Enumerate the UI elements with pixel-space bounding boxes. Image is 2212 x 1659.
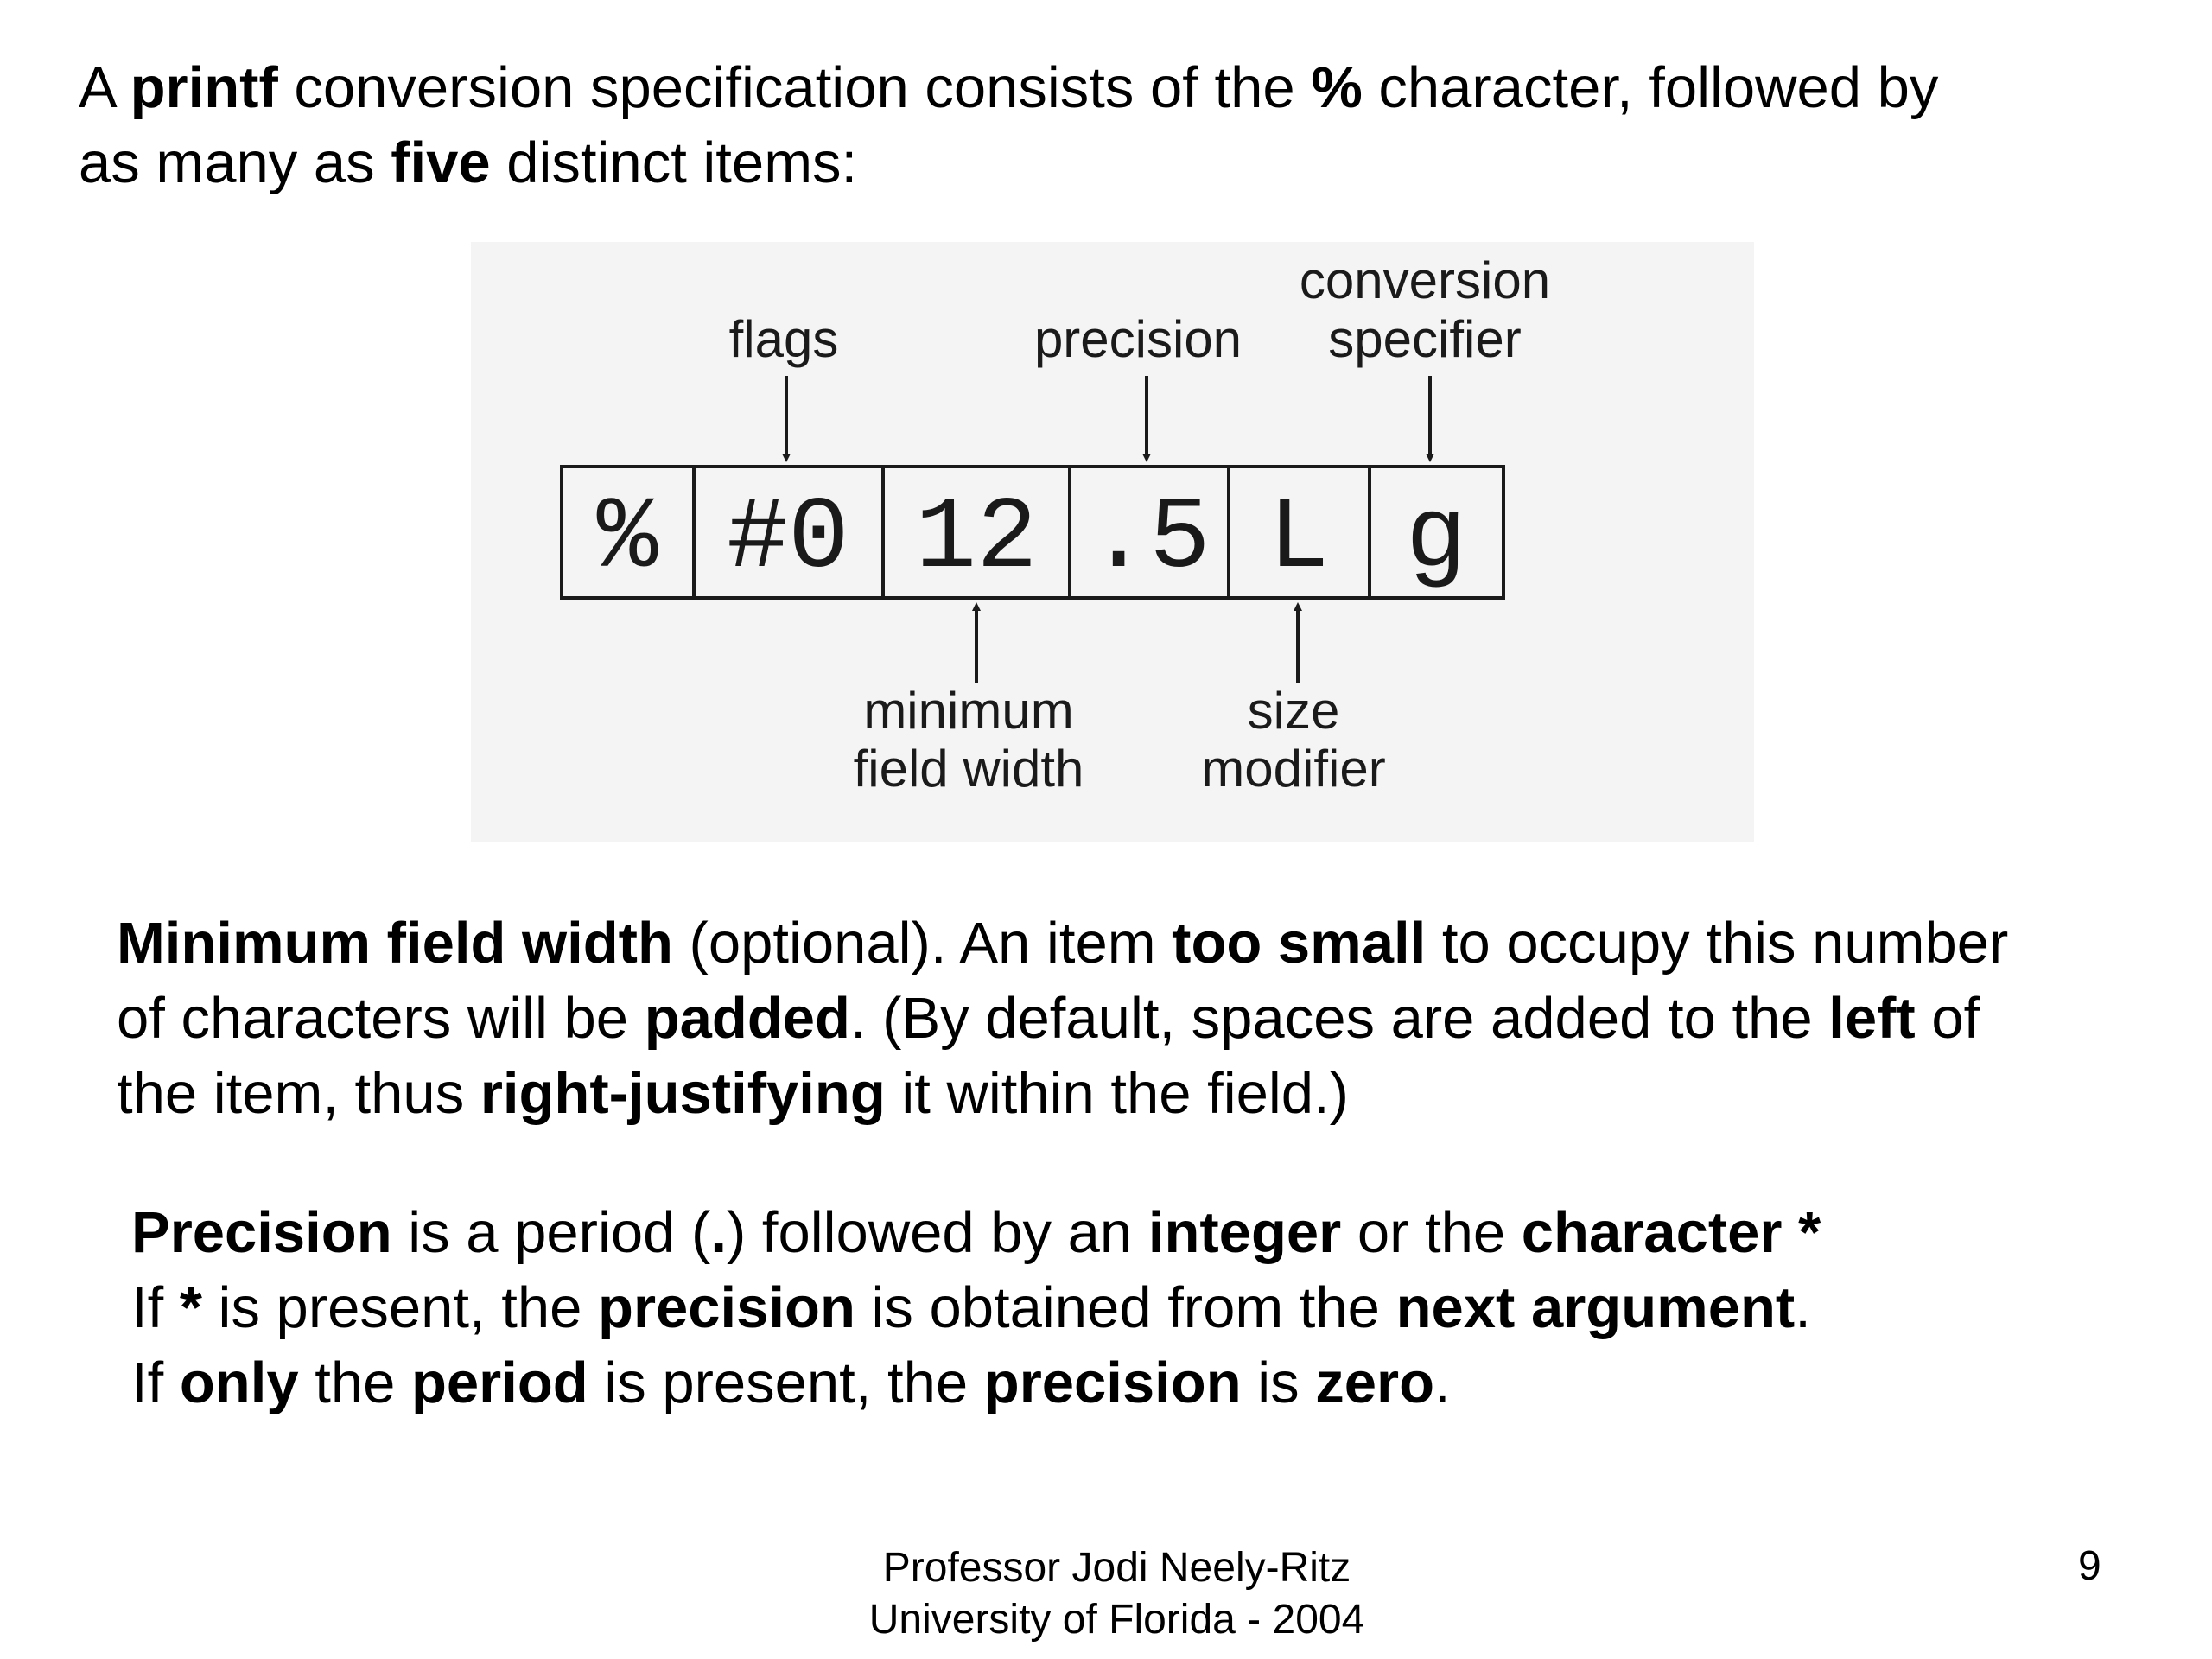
bold-term: Precision [131, 1200, 392, 1265]
precision-line-1: Precision is a period (.) followed by an… [131, 1195, 1821, 1270]
bold-term: precision [983, 1351, 1242, 1415]
body-text: is obtained from the [855, 1275, 1396, 1340]
precision-paragraph: Precision is a period (.) followed by an… [131, 1195, 1821, 1421]
bold-term: zero [1315, 1351, 1435, 1415]
cell-precision: .5 [1088, 482, 1211, 597]
min-width-label-line2: field width [854, 740, 1084, 798]
body-text: of characters will be [117, 986, 645, 1051]
footer-university: University of Florida - 2004 [868, 1597, 1365, 1643]
body-text: (optional). An item [672, 911, 1173, 976]
min-width-label-line1: minimum [863, 682, 1073, 740]
body-text: ) followed by an [726, 1200, 1148, 1265]
body-text: is a period ( [391, 1200, 711, 1265]
intro-paragraph: A printf conversion specification consis… [79, 50, 1938, 200]
body-text: is present, the [201, 1275, 599, 1340]
cell-percent: % [597, 482, 658, 597]
body-text: . [1795, 1275, 1811, 1340]
size-modifier-label-line2: modifier [1201, 740, 1385, 798]
min-field-width-paragraph: Minimum field width (optional). An item … [117, 906, 2008, 1131]
bold-term: Minimum field width [117, 911, 673, 976]
bold-term: precision [598, 1275, 855, 1340]
bold-term: integer [1147, 1200, 1342, 1265]
intro-text: character, followed by [1362, 55, 1939, 120]
width-line-1: Minimum field width (optional). An item … [117, 906, 2008, 981]
bold-term: period [410, 1351, 588, 1415]
bold-term: character * [1521, 1200, 1821, 1265]
bold-term: left [1828, 986, 1916, 1051]
size-modifier-label-line1: size [1248, 682, 1340, 740]
bottom-arrows [972, 602, 1302, 683]
body-text: If [131, 1351, 180, 1415]
footer-author: Professor Jodi Neely-Ritz [882, 1545, 1351, 1591]
bold-term: next argument [1395, 1275, 1796, 1340]
body-text: or the [1341, 1200, 1522, 1265]
body-text: to occupy this number [1426, 911, 2009, 976]
diagram-svg: flags precision conversion specifier % #… [560, 251, 1550, 798]
conversion-label-line1: conversion [1300, 251, 1550, 309]
intro-text: distinct items: [490, 130, 858, 195]
intro-bold-printf: printf [130, 55, 278, 120]
top-arrows [782, 376, 1434, 462]
body-text: is [1241, 1351, 1316, 1415]
body-text: is present, the [588, 1351, 984, 1415]
bold-term: only [179, 1351, 299, 1415]
body-text: it within the field.) [885, 1061, 1349, 1126]
conversion-spec-diagram: flags precision conversion specifier % #… [471, 242, 1754, 842]
bold-term: too small [1172, 911, 1427, 976]
bold-term: right-justifying [480, 1061, 886, 1126]
cell-width: 12 [915, 482, 1038, 597]
bold-term: padded [644, 986, 850, 1051]
intro-line-2: as many as five distinct items: [79, 125, 1938, 200]
cell-flags: #0 [727, 482, 849, 597]
width-line-2: of characters will be padded. (By defaul… [117, 981, 2008, 1056]
body-text: the [298, 1351, 411, 1415]
intro-line-1: A printf conversion specification consis… [79, 50, 1938, 125]
precision-label: precision [1034, 310, 1242, 368]
bold-term: * [179, 1275, 202, 1340]
intro-text: conversion specification consists of the [277, 55, 1312, 120]
intro-bold-percent: % [1311, 55, 1363, 120]
precision-line-3: If only the period is present, the preci… [131, 1345, 1821, 1421]
intro-text: as many as [79, 130, 391, 195]
cell-specifier: g [1406, 482, 1467, 597]
spec-boxes [560, 465, 1505, 600]
precision-line-2: If * is present, the precision is obtain… [131, 1270, 1821, 1345]
body-text: the item, thus [117, 1061, 480, 1126]
page-number: 9 [2078, 1543, 2101, 1589]
flags-label: flags [729, 310, 839, 368]
intro-bold-five: five [391, 130, 491, 195]
width-line-3: the item, thus right-justifying it withi… [117, 1056, 2008, 1131]
body-text: If [131, 1275, 180, 1340]
intro-text: A [79, 55, 130, 120]
bold-term: . [710, 1200, 727, 1265]
conversion-label-line2: specifier [1328, 310, 1521, 368]
body-text: . [1434, 1351, 1451, 1415]
spec-outer-box [560, 465, 1505, 600]
body-text: . (By default, spaces are added to the [849, 986, 1829, 1051]
cell-size-modifier: L [1268, 482, 1330, 597]
body-text: of [1915, 986, 1980, 1051]
